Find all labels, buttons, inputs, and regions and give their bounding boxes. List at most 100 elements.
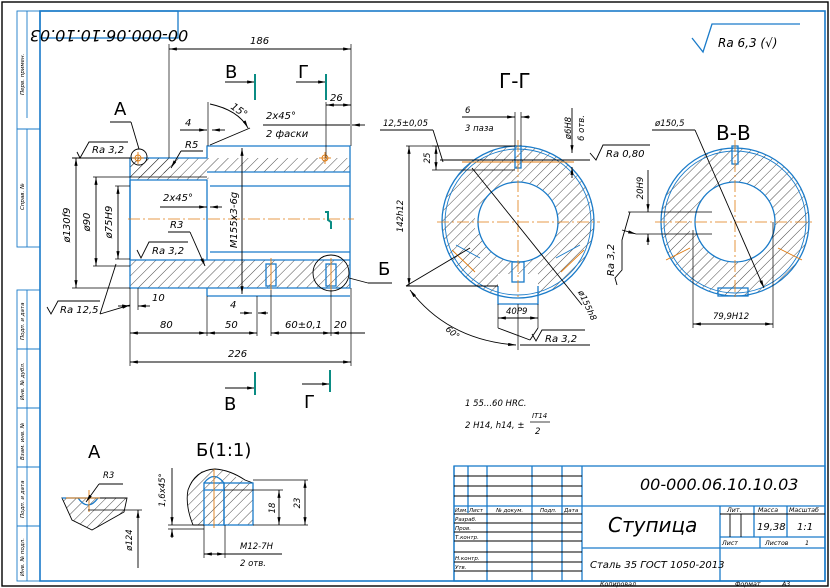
value-format: A3 [781, 581, 790, 588]
label-sheet: Лист [721, 540, 738, 547]
dim-chamfer-top-note: 2 фаски [266, 129, 309, 140]
dim-186: 186 [250, 36, 269, 47]
section-mark-v-top: В [225, 62, 237, 83]
dim-phi-6h8: ø6H8 [564, 116, 574, 140]
dim-20h9: 20H9 [636, 177, 646, 200]
callout-b: Б [378, 259, 390, 280]
col-doc-no: № докум. [495, 508, 523, 514]
main-view: А Б В Г В Г 186 26 15° 2x45° 2 [46, 36, 392, 415]
dim-holes-6: 6 отв. [577, 115, 587, 141]
detail-b-d23: 23 [293, 498, 303, 509]
dim-phi-90: ø90 [82, 213, 93, 233]
section-mark-g-top: Г [298, 62, 309, 83]
dim-phi-150-5: ø150,5 [654, 119, 685, 129]
value-scale: 1:1 [797, 522, 813, 533]
section-gg-title: Г-Г [499, 69, 531, 93]
dim-25: 25 [423, 153, 433, 164]
dim-phi-75: ø75H9 [104, 206, 115, 240]
callout-a: А [114, 99, 127, 120]
dim-phi-130: ø130f9 [62, 207, 73, 243]
row-tkontr: Т.контр. [455, 535, 479, 541]
note-line-1: 1 55...60 HRC. [465, 399, 526, 409]
dim-r5: R5 [185, 140, 198, 151]
note-fraction-num: IT14 [532, 412, 547, 420]
general-roughness-text: Ra 6,3 (√) [718, 36, 777, 50]
row-nkontr: Н.контр. [455, 556, 480, 562]
dim-angle-60: 60° [443, 325, 461, 342]
dim-thread-m155: M155x3-6g [229, 192, 240, 248]
detail-b-title: Б(1:1) [196, 440, 251, 461]
ra-12-5: Ra 12,5 [60, 305, 99, 316]
dim-slot-note: 3 паза [465, 124, 494, 134]
col-izm: Изм. [455, 508, 468, 514]
col-list: Лист [468, 508, 484, 514]
ra-3-2-gg: Ra 3,2 [545, 334, 577, 345]
section-vv-title: В-В [716, 121, 751, 145]
note-line-2: 2 H14, h14, ± [465, 421, 524, 431]
ra-0-80: Ra 0,80 [606, 149, 645, 160]
header-lit: Лит. [726, 507, 742, 514]
dim-50: 50 [225, 320, 238, 331]
value-mass: 19,38 [757, 522, 786, 533]
side-stamp-bottom: Подп. и дата Инв. № дубл. Взам. инв. № П… [16, 289, 41, 582]
row-utv: Утв. [455, 565, 467, 571]
dim-4-bottom: 4 [230, 300, 236, 311]
dim-phi-155: ø155h8 [575, 288, 598, 323]
dim-4-top: 4 [185, 118, 191, 129]
note-fraction-den: 2 [535, 427, 540, 437]
detail-a-phi-124: ø124 [125, 529, 135, 551]
detail-a-title: А [88, 442, 101, 463]
row-razrab: Разраб. [455, 517, 477, 523]
col-data: Дата [563, 508, 579, 514]
designation-rotated: 00-000.06.10.10.03 [30, 26, 188, 45]
detail-a-r3: R3 [103, 471, 114, 481]
side-stamp-top: Перв. примен. Справ. № [16, 10, 41, 248]
stamp-vzam-inv: Взам. инв. № [20, 422, 26, 460]
technical-requirements: 1 55...60 HRC. 2 H14, h14, ± IT14 2 [465, 399, 550, 437]
label-sheets: Листов [764, 540, 789, 547]
dim-79-9h12: 79,9H12 [713, 312, 749, 322]
stamp-perv-primen: Перв. примен. [20, 53, 26, 95]
section-vv-view: В-В ø150,5 20H9 Ra 3,2 79,9H12 [606, 119, 815, 328]
detail-b-holes: 2 отв. [240, 559, 266, 569]
label-copied: Копировал [600, 581, 636, 588]
label-format: Формат [735, 581, 761, 588]
dim-20: 20 [334, 320, 347, 331]
dim-142h12: 142h12 [396, 200, 406, 232]
general-roughness: Ra 6,3 (√) [691, 23, 800, 54]
detail-b-chamfer: 1,6x45° [158, 473, 168, 507]
stamp-podp-data-2: Подп. и дата [20, 480, 26, 518]
title-designation: 00-000.06.10.10.03 [640, 475, 798, 494]
title-material: Сталь 35 ГОСТ 1050-2013 [590, 560, 725, 571]
header-scale: Масштаб [789, 506, 819, 514]
row-prov: Пров. [455, 526, 471, 532]
stamp-sprav-no: Справ. № [20, 183, 26, 210]
value-sheets: 1 [805, 540, 809, 547]
col-podp: Подп. [540, 508, 557, 514]
dim-80: 80 [160, 320, 173, 331]
ra-3-2-vv: Ra 3,2 [606, 244, 617, 276]
dim-chamfer-inner: 2x45° [163, 193, 193, 204]
detail-b-thread: M12-7H [240, 542, 274, 552]
title-block: 00-000.06.10.10.03 Ступица Сталь 35 ГОСТ… [453, 465, 826, 588]
dim-226: 226 [228, 349, 247, 360]
stamp-inv-dubl: Инв. № дубл. [20, 362, 26, 400]
section-gg-view: Г-Г 12,5±0,05 6 3 паза ø6H8 6 отв. [380, 69, 650, 350]
detail-b-d18: 18 [268, 502, 278, 513]
dim-chamfer-top: 2x45° [266, 111, 296, 122]
dim-60: 60±0,1 [285, 320, 322, 331]
section-mark-v-bottom: В [224, 394, 236, 415]
section-mark-g-bottom: Г [304, 392, 315, 413]
stamp-podp-data-1: Подп. и дата [20, 302, 26, 340]
designation-box-top: 00-000.06.10.10.03 [30, 10, 188, 45]
detail-a-view: А R3 ø124 [61, 442, 142, 568]
dim-26: 26 [330, 93, 343, 104]
dim-angle-15: 15° [228, 101, 249, 120]
ra-3-2-inner: Ra 3,2 [152, 246, 184, 257]
header-mass: Масса [758, 507, 778, 514]
dim-10: 10 [152, 293, 165, 304]
dim-40p9: 40P9 [506, 307, 527, 317]
detail-b-view: Б(1:1) 1,6x45° 18 23 M12-7H 2 отв. [158, 440, 308, 569]
